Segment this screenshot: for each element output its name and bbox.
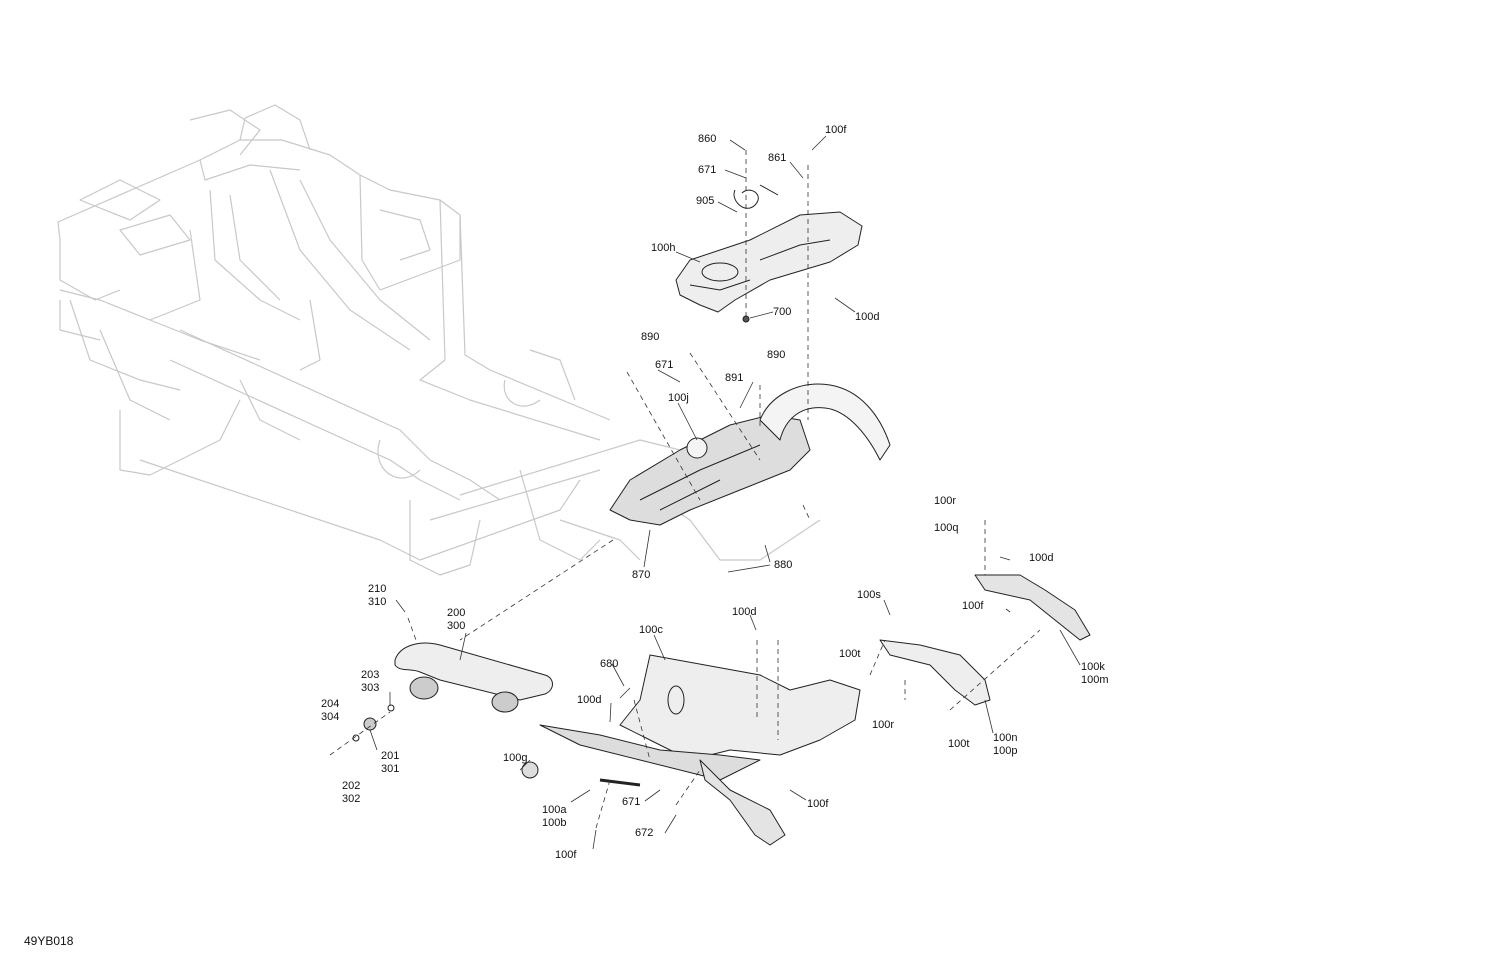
callout-100g: 100g (503, 752, 528, 764)
callout-671-mid: 671 (655, 359, 674, 371)
callout-671-top: 671 (698, 164, 717, 176)
callout-880: 880 (774, 559, 793, 571)
callout-100f-top: 100f (825, 124, 847, 136)
callout-100s: 100s (857, 589, 881, 601)
front-bumper (394, 642, 553, 701)
lower-panel (619, 654, 861, 761)
callout-100t-b: 100t (948, 738, 970, 750)
callout-100d-mid: 100d (732, 606, 757, 618)
callout-860: 860 (698, 133, 717, 145)
callout-100f-bottom: 100f (555, 849, 577, 861)
callout-100c: 100c (639, 624, 663, 636)
figure-id: 49YB018 (24, 934, 74, 948)
callout-100f-low: 100f (807, 798, 829, 810)
callout-100f-right: 100f (962, 600, 984, 612)
callout-100d-low: 100d (577, 694, 602, 706)
callout-100j: 100j (668, 392, 689, 404)
callout-890-left: 890 (641, 331, 660, 343)
top-cover (675, 211, 863, 313)
callout-870: 870 (632, 569, 651, 581)
right-bracket (974, 574, 1091, 641)
callout-100q: 100q (934, 522, 959, 534)
callout-890-right: 890 (767, 349, 786, 361)
callout-100t-a: 100t (839, 648, 861, 660)
callout-905: 905 (696, 195, 715, 207)
callout-100d-top: 100d (855, 311, 880, 323)
leader-lines (329, 135, 1081, 850)
callout-100r-mid: 100r (872, 719, 895, 731)
callout-672: 672 (635, 827, 654, 839)
center-console (609, 414, 811, 526)
callout-671-low: 671 (622, 796, 641, 808)
callout-100r-right: 100r (934, 495, 957, 507)
callout-861: 861 (768, 152, 787, 164)
callout-700: 700 (773, 306, 792, 318)
callout-100h: 100h (651, 242, 676, 254)
side-deflector (879, 639, 991, 706)
parts-dark (352, 184, 1091, 846)
callout-891: 891 (725, 372, 744, 384)
callout-100d-right: 100d (1029, 552, 1054, 564)
callout-680: 680 (600, 658, 619, 670)
grab-handle (759, 383, 891, 461)
